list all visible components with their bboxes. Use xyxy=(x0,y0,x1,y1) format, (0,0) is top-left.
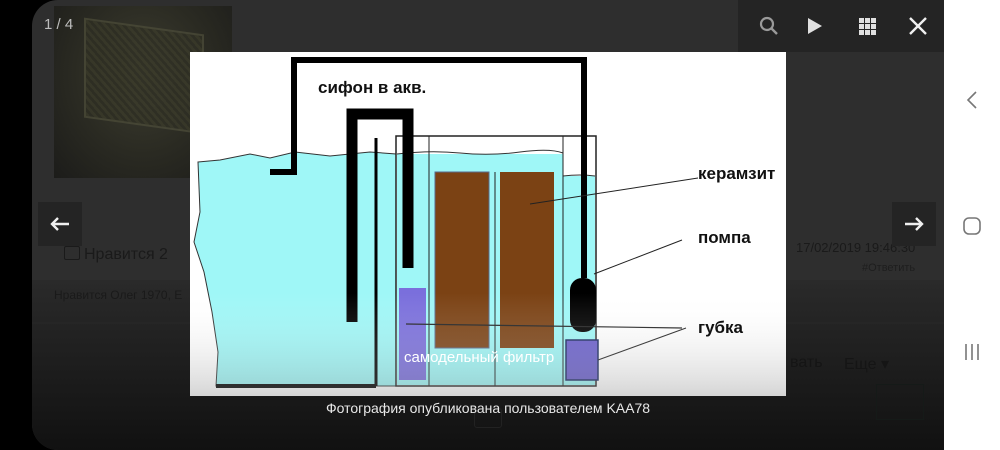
recents-button[interactable] xyxy=(956,336,988,368)
next-photo-button[interactable] xyxy=(892,202,936,246)
close-button[interactable] xyxy=(901,10,935,42)
recents-icon xyxy=(965,344,979,360)
close-icon xyxy=(909,17,927,35)
grid-icon xyxy=(858,17,876,35)
post-date: 17/02/2019 19:46:30 xyxy=(796,240,916,255)
label-sponge: губка xyxy=(698,318,743,337)
slideshow-button[interactable] xyxy=(798,10,832,42)
arrow-right-icon xyxy=(905,217,924,231)
label-siphon: сифон в акв. xyxy=(318,78,427,97)
back-button[interactable] xyxy=(956,84,988,116)
label-keramzit: керамзит xyxy=(698,164,776,183)
more-menu: Еще ▾ xyxy=(844,356,890,373)
photo-counter: 1 / 4 xyxy=(44,16,74,33)
back-chevron-icon xyxy=(966,91,977,109)
post-date-sub: #Ответить xyxy=(862,262,916,274)
search-icon xyxy=(759,16,778,35)
search-button[interactable] xyxy=(752,10,786,42)
viewer-toolbar xyxy=(738,0,944,52)
home-icon xyxy=(963,217,981,235)
thumbs-up-icon xyxy=(64,246,80,260)
label-pump: помпа xyxy=(698,228,751,247)
background-action-link: вать xyxy=(790,354,823,371)
filter-diagram-photo[interactable]: сифон в акв. керамзит помпа губка самоде… xyxy=(190,52,786,396)
diagram-drawing xyxy=(190,52,786,396)
likes-label: Нравится 2 xyxy=(84,246,168,263)
overlay-caption: самодельный фильтр xyxy=(404,349,555,366)
home-button[interactable] xyxy=(956,210,988,242)
previous-photo-button[interactable] xyxy=(38,202,82,246)
aquarium-thumbnail-image xyxy=(84,17,204,135)
system-navigation-bar xyxy=(944,0,1000,450)
liked-by-text: Нравится Олег 1970, Е xyxy=(54,288,183,302)
photo-caption: Фотография опубликована пользователем KA… xyxy=(325,400,651,416)
play-icon xyxy=(808,18,822,34)
caption-box xyxy=(474,408,502,428)
arrow-left-icon xyxy=(50,217,69,231)
grid-view-button[interactable] xyxy=(850,10,884,42)
likes-count: Нравится 2 xyxy=(64,246,168,264)
background-box xyxy=(876,384,924,420)
